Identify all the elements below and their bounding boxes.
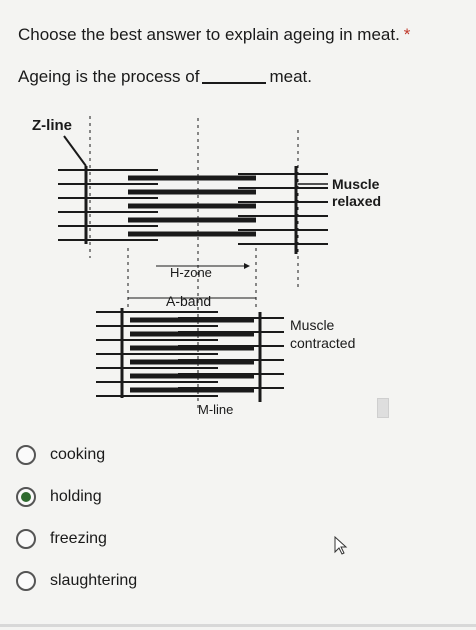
h-zone-label: H-zone — [170, 265, 212, 280]
sarcomere-diagram: Z-line Muscle relaxed H-zone A-ba — [32, 116, 381, 417]
radio-button[interactable] — [16, 571, 36, 591]
prompt-after: meat. — [269, 67, 312, 86]
option-slaughtering[interactable]: slaughtering — [16, 560, 137, 602]
contracted-sarcomere — [96, 308, 284, 402]
m-line-label: M-line — [198, 402, 233, 417]
option-label: holding — [50, 488, 102, 505]
prompt-before: Ageing is the process of — [18, 67, 200, 86]
relaxed-label-line1: Muscle — [332, 176, 380, 192]
h-zone-arrowhead — [244, 263, 250, 269]
bottom-divider — [0, 624, 476, 627]
mouse-pointer-icon — [334, 536, 348, 555]
option-label: slaughtering — [50, 572, 138, 589]
contracted-label-line1: Muscle — [290, 317, 335, 333]
z-line-label: Z-line — [32, 117, 72, 134]
question-prompt: Ageing is the process of meat. — [18, 66, 312, 88]
relaxed-sarcomere — [58, 166, 328, 254]
a-band-label: A-band — [166, 293, 211, 309]
answer-blank — [202, 82, 267, 84]
radio-button[interactable] — [16, 529, 36, 549]
option-label: freezing — [50, 530, 107, 547]
contracted-label-line2: contracted — [290, 335, 355, 351]
option-label: cooking — [50, 446, 106, 463]
z-line-pointer — [63, 135, 87, 167]
question-title-text: Choose the best answer to explain ageing… — [18, 25, 400, 44]
question-title: Choose the best answer to explain ageing… — [18, 24, 468, 46]
option-freezing[interactable]: freezing — [16, 518, 137, 560]
option-cooking[interactable]: cooking — [16, 434, 137, 476]
answer-options: cooking holding freezing slaughtering — [16, 434, 137, 602]
radio-button-selected[interactable] — [16, 487, 36, 507]
relaxed-label-line2: relaxed — [332, 193, 381, 209]
option-holding[interactable]: holding — [16, 476, 137, 518]
required-asterisk: * — [403, 25, 411, 44]
scroll-thumb — [377, 398, 389, 418]
radio-button[interactable] — [16, 445, 36, 465]
